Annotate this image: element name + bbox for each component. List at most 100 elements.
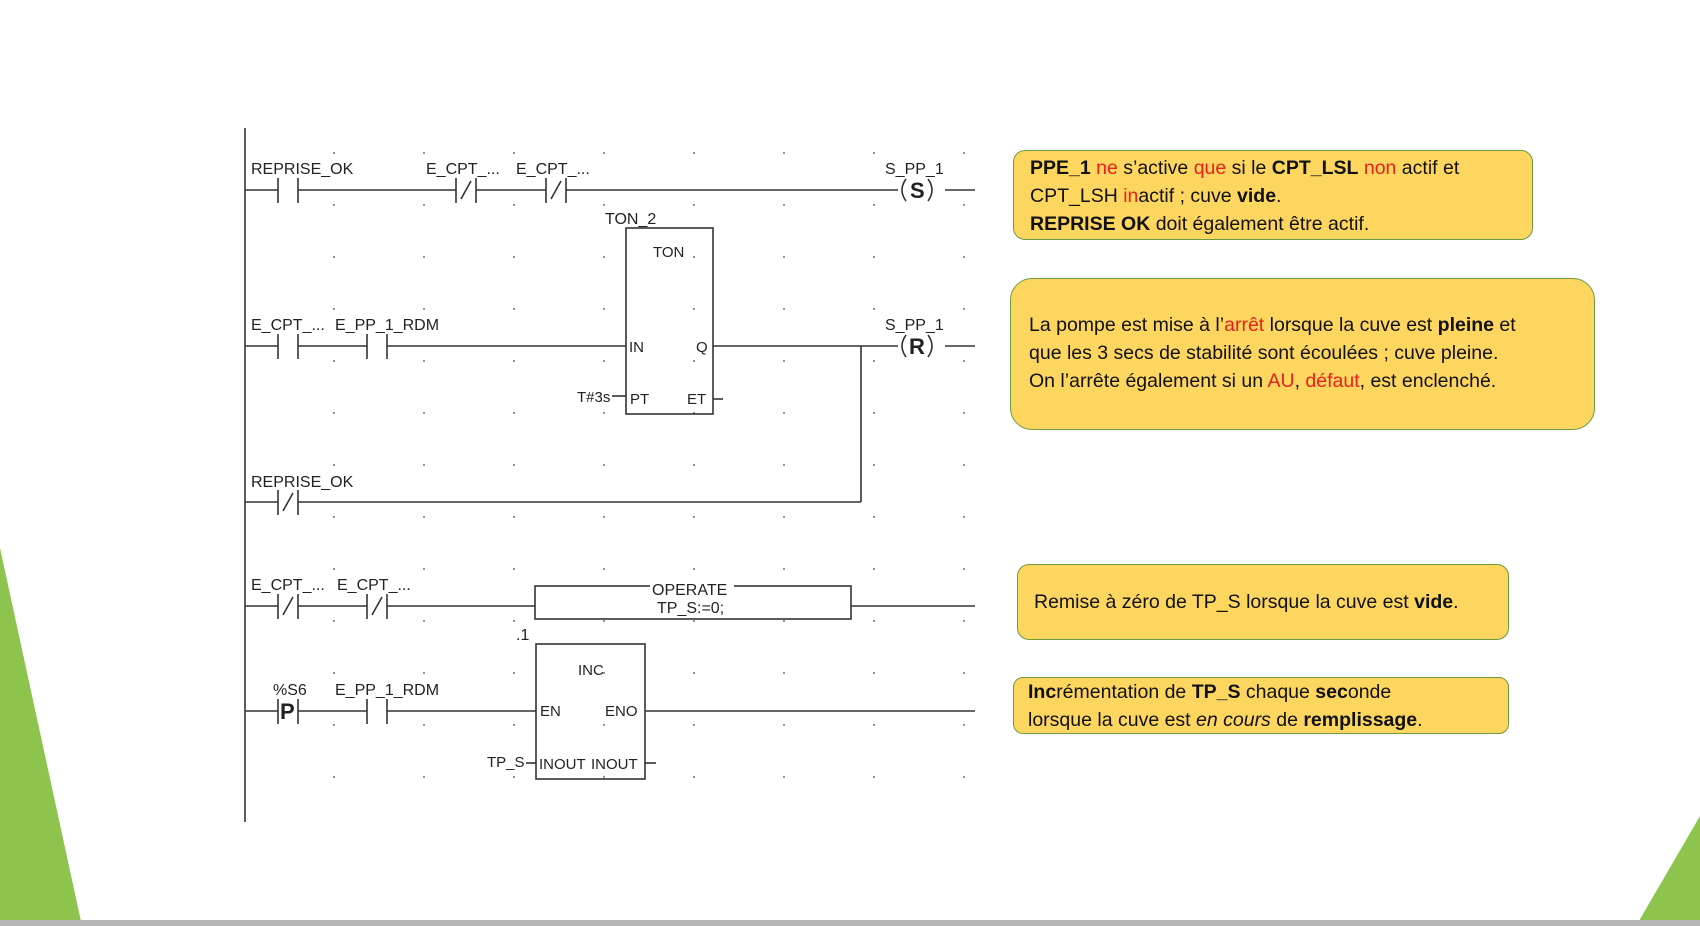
ton-pin-pt: PT	[630, 391, 649, 408]
grid-dot	[602, 359, 606, 363]
grid-dot	[332, 515, 336, 519]
grid-dot	[962, 307, 966, 311]
note-rung1-set-condition: PPE_1 ne s’active que si le CPT_LSL non …	[1013, 150, 1533, 240]
grid-dot	[422, 203, 426, 207]
grid-dot	[602, 671, 606, 675]
grid-dot	[602, 203, 606, 207]
grid-dot	[872, 203, 876, 207]
grid-dot	[962, 151, 966, 155]
grid-dot	[962, 619, 966, 623]
ton-block	[625, 227, 714, 415]
grid-dot	[872, 307, 876, 311]
grid-dot	[512, 671, 516, 675]
grid-dot	[782, 255, 786, 259]
grid-dot	[872, 775, 876, 779]
grid-dot	[422, 359, 426, 363]
grid-dot	[512, 775, 516, 779]
grid-dot	[422, 671, 426, 675]
ton-pin-in: IN	[629, 339, 644, 356]
grid-dot	[872, 671, 876, 675]
grid-dot	[872, 151, 876, 155]
rung1-coil-label: S_PP_1	[885, 161, 944, 178]
grid-dot	[602, 619, 606, 623]
grid-dot	[782, 411, 786, 415]
operate-expression: TP_S:=0;	[657, 600, 724, 617]
grid-dot	[602, 151, 606, 155]
grid-dot	[692, 359, 696, 363]
grid-dot	[332, 671, 336, 675]
grid-dot	[512, 463, 516, 467]
grid-dot	[782, 151, 786, 155]
note-rung5-increment: Incrémentation de TP_S chaque seconde lo…	[1013, 677, 1509, 734]
grid-dot	[692, 619, 696, 623]
inc-pin-eno: ENO	[605, 703, 638, 720]
grid-dot	[692, 203, 696, 207]
grid-dot	[872, 619, 876, 623]
grid-dot	[512, 307, 516, 311]
ton-type-label: TON	[653, 244, 684, 261]
grid-dot	[872, 463, 876, 467]
rung3-contact1-label: REPRISE_OK	[251, 474, 354, 491]
grid-dot	[332, 307, 336, 311]
grid-dot	[512, 411, 516, 415]
grid-dot	[782, 203, 786, 207]
grid-dot	[692, 463, 696, 467]
grid-dot	[782, 307, 786, 311]
grid-dot	[422, 723, 426, 727]
grid-dot	[332, 203, 336, 207]
grid-dot	[782, 671, 786, 675]
inc-pin-inout-out: INOUT	[591, 756, 638, 773]
grid-dot	[872, 255, 876, 259]
rung4-contact1-label: E_CPT_...	[251, 577, 325, 594]
rung4-contact2-label: E_CPT_...	[337, 577, 411, 594]
grid-dot	[422, 775, 426, 779]
grid-dot	[962, 463, 966, 467]
grid-dot	[872, 723, 876, 727]
grid-dot	[782, 515, 786, 519]
ton-instance-label: TON_2	[605, 211, 656, 228]
grid-dot	[692, 255, 696, 259]
grid-dot	[872, 411, 876, 415]
grid-dot	[962, 671, 966, 675]
rung2-contact1-label: E_CPT_...	[251, 317, 325, 334]
rung2-contact2-label: E_PP_1_RDM	[335, 317, 439, 334]
grid-dot	[692, 775, 696, 779]
rung5-period-label: .1	[516, 627, 529, 644]
grid-dot	[332, 151, 336, 155]
grid-dot	[422, 567, 426, 571]
rung1-contact1-label: REPRISE_OK	[251, 161, 354, 178]
grid-dot	[782, 723, 786, 727]
rung5-contact2-label: E_PP_1_RDM	[335, 682, 439, 699]
grid-dot	[422, 619, 426, 623]
grid-dot	[782, 619, 786, 623]
grid-dot	[962, 359, 966, 363]
rung1-coil-type: S	[910, 178, 925, 203]
grid-dot	[962, 567, 966, 571]
grid-dot	[512, 619, 516, 623]
grid-dot	[512, 203, 516, 207]
grid-dot	[602, 515, 606, 519]
ladder-diagram: REPRISE_OK E_CPT_... E_CPT_... S_PP_1 S …	[244, 128, 975, 822]
grid-dot	[602, 723, 606, 727]
rung1-coil-right	[927, 178, 933, 202]
grid-dot	[692, 151, 696, 155]
grid-dot	[782, 775, 786, 779]
grid-dot	[602, 775, 606, 779]
grid-dot	[422, 515, 426, 519]
grid-dot	[332, 723, 336, 727]
grid-dot	[512, 723, 516, 727]
grid-dot	[602, 411, 606, 415]
grid-dot	[962, 723, 966, 727]
grid-dot	[602, 255, 606, 259]
grid-dot	[872, 567, 876, 571]
grid-dot	[512, 567, 516, 571]
grid-dot	[692, 567, 696, 571]
grid-dot	[962, 775, 966, 779]
grid-dot	[512, 255, 516, 259]
grid-dot	[692, 723, 696, 727]
grid-dot	[782, 463, 786, 467]
rung5-contact1-type: P	[280, 699, 295, 724]
grid-dot	[602, 463, 606, 467]
grid-dot	[602, 307, 606, 311]
